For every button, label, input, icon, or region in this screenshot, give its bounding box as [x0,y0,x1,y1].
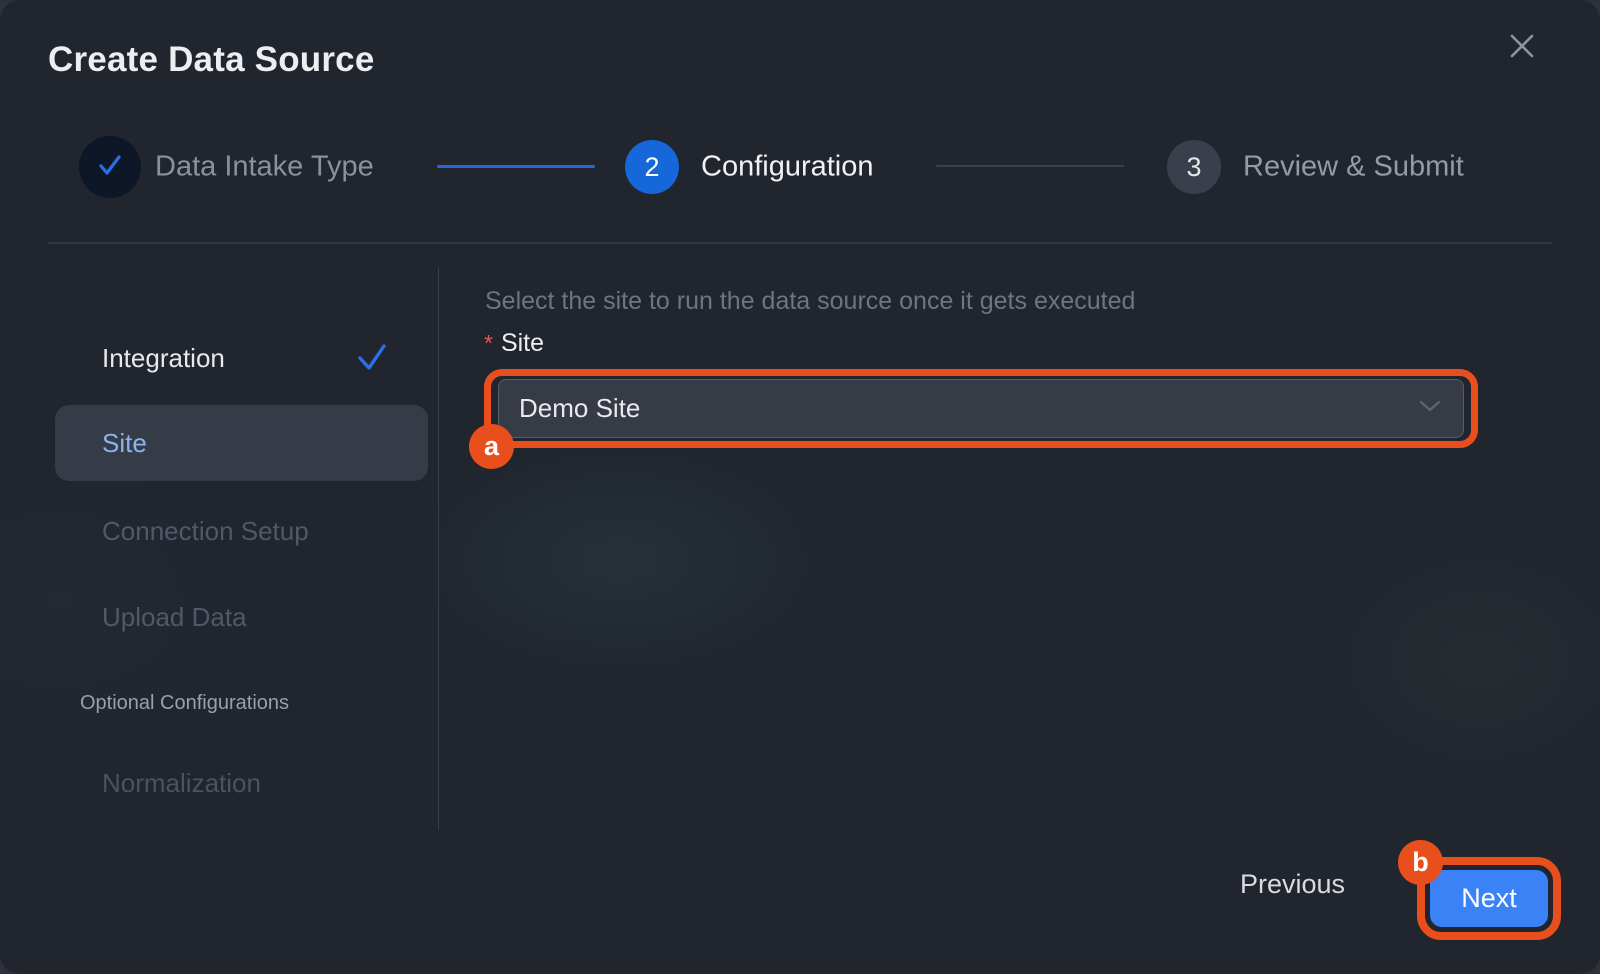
page-title: Create Data Source [48,40,375,79]
step-2-label: Configuration [701,150,874,183]
annotation-badge-b: b [1398,840,1443,885]
site-select-value: Demo Site [519,393,641,423]
step-3-number: 3 [1186,151,1202,182]
site-field-label-text: Site [500,329,545,357]
step-2-circle[interactable]: 2 [625,140,679,194]
sidebar-item-normalization[interactable]: Normalization [102,768,261,798]
step-1-label: Data Intake Type [155,150,374,183]
sidebar-item-connection-setup[interactable]: Connection Setup [102,516,309,546]
wizard-stepper: Data Intake Type 2 Configuration 3 Revie… [0,136,1600,198]
sidebar-item-integration[interactable]: Integration [102,343,225,373]
step-connector-done [437,165,595,168]
site-select[interactable]: Demo Site [498,379,1464,438]
sidebar-section-optional-configurations: Optional Configurations [80,692,290,714]
check-icon [354,340,390,379]
sidebar-item-site[interactable]: Site [55,405,428,481]
site-field-label: * Site [484,329,544,358]
chevron-down-icon [1417,397,1443,420]
site-step-description: Select the site to run the data source o… [485,287,1136,315]
close-icon[interactable] [1504,28,1540,64]
sidebar-item-site-label: Site [102,427,147,458]
previous-button[interactable]: Previous [1216,858,1369,910]
required-asterisk: * [484,330,493,356]
step-1-circle[interactable] [79,136,141,198]
step-2-number: 2 [644,151,660,182]
annotation-badge-a: a [469,424,514,469]
next-button[interactable]: Next [1430,870,1548,927]
step-connector-pending [936,165,1124,167]
sidebar-item-upload-data[interactable]: Upload Data [102,602,247,632]
header-divider [48,242,1552,244]
sidebar-divider [438,268,439,830]
check-icon [94,149,126,186]
step-3-circle[interactable]: 3 [1167,140,1221,194]
step-3-label: Review & Submit [1243,150,1464,183]
